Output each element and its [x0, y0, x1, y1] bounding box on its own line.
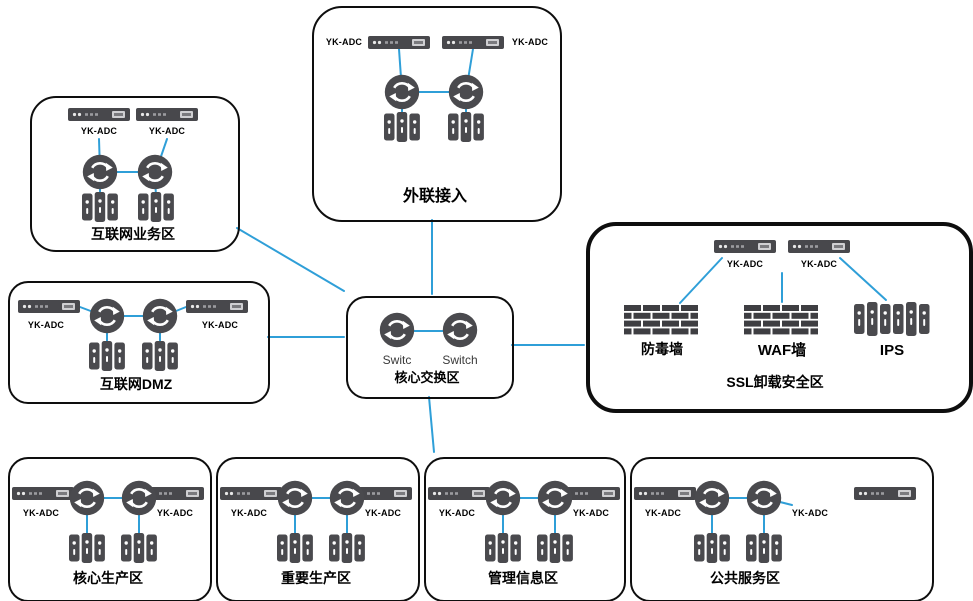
adc-appliance-icon: [186, 300, 248, 313]
zone-label: 核心交换区: [394, 370, 460, 385]
load-balancer-icon: [329, 480, 365, 516]
server-rack-icon: [121, 533, 157, 563]
zone-internet-dmz: YK-ADC YK-ADC 互联网DMZ: [8, 281, 270, 404]
zone-label: 公共服务区: [710, 570, 780, 586]
zone-important-production: YK-ADC YK-ADC 重要生产区: [216, 457, 420, 601]
load-balancer-icon: [448, 74, 484, 110]
zone-label: 核心生产区: [73, 570, 143, 586]
waf-wall-label: WAF墙: [757, 342, 807, 359]
load-balancer-icon: [142, 298, 178, 334]
adc-label: YK-ADC: [201, 320, 239, 330]
zone-label: 外联接入: [402, 188, 468, 205]
core-switch-icon: [379, 312, 415, 348]
adc-label: YK-ADC: [325, 37, 363, 47]
server-rack-icon: [82, 192, 118, 222]
server-rack-icon: [142, 341, 178, 371]
server-rack-icon: [138, 192, 174, 222]
server-rack-icon: [89, 341, 125, 371]
adc-label: YK-ADC: [156, 508, 194, 518]
server-rack-icon: [746, 533, 782, 563]
zone-internet-business: YK-ADC YK-ADC 互联网业务区: [30, 96, 240, 252]
zone-label: 互联网业务区: [91, 226, 175, 242]
adc-appliance-icon: [368, 36, 430, 49]
ips-label: IPS: [879, 342, 905, 359]
server-rack-icon: [69, 533, 105, 563]
adc-label: YK-ADC: [22, 508, 60, 518]
antivirus-wall-label: 防毒墙: [641, 341, 683, 357]
adc-appliance-icon: [442, 36, 504, 49]
adc-label: YK-ADC: [148, 126, 186, 136]
adc-appliance-icon: [428, 487, 490, 500]
adc-appliance-icon: [18, 300, 80, 313]
adc-appliance-icon: [68, 108, 130, 121]
zone-label: 互联网DMZ: [99, 376, 173, 392]
zone-label: SSL卸载安全区: [726, 374, 824, 390]
zone-core-production: YK-ADC YK-ADC 核心生产区: [8, 457, 212, 601]
adc-label: YK-ADC: [572, 508, 610, 518]
adc-label: YK-ADC: [27, 320, 65, 330]
zone-management-info: YK-ADC YK-ADC 管理信息区: [424, 457, 626, 601]
adc-label: YK-ADC: [80, 126, 118, 136]
zone-label: 管理信息区: [488, 570, 558, 586]
server-rack-icon: [485, 533, 521, 563]
load-balancer-icon: [384, 74, 420, 110]
adc-label: YK-ADC: [230, 508, 268, 518]
adc-label: YK-ADC: [438, 508, 476, 518]
adc-appliance-icon: [788, 240, 850, 253]
adc-appliance-icon: [136, 108, 198, 121]
load-balancer-icon: [485, 480, 521, 516]
server-rack-icon: [694, 533, 730, 563]
adc-label: YK-ADC: [644, 508, 682, 518]
adc-appliance-icon: [634, 487, 696, 500]
core-switch-icon: [442, 312, 478, 348]
load-balancer-icon: [69, 480, 105, 516]
adc-appliance-icon: [12, 487, 74, 500]
server-rack-icon: [384, 112, 420, 142]
zone-public-service: YK-ADC YK-ADC 公共服务区: [630, 457, 934, 601]
server-rack-icon: [537, 533, 573, 563]
ips-appliance-icon: [854, 302, 930, 336]
zone-external-access: YK-ADC YK-ADC 外联接入: [312, 6, 562, 222]
zone-ssl-offload: YK-ADC YK-ADC 防毒墙 WAF墙 IPS SSL卸载安全区: [586, 222, 973, 413]
load-balancer-icon: [89, 298, 125, 334]
load-balancer-icon: [82, 154, 118, 190]
switch-label: Switc: [382, 353, 412, 367]
server-rack-icon: [277, 533, 313, 563]
server-rack-icon: [329, 533, 365, 563]
load-balancer-icon: [694, 480, 730, 516]
adc-appliance-icon: [220, 487, 282, 500]
server-rack-icon: [448, 112, 484, 142]
adc-label: YK-ADC: [511, 37, 549, 47]
load-balancer-icon: [137, 154, 173, 190]
load-balancer-icon: [537, 480, 573, 516]
adc-label: YK-ADC: [364, 508, 402, 518]
load-balancer-icon: [746, 480, 782, 516]
load-balancer-icon: [121, 480, 157, 516]
firewall-brick-icon: [624, 305, 700, 335]
adc-appliance-icon: [714, 240, 776, 253]
switch-label: Switch: [442, 353, 478, 367]
firewall-brick-icon: [744, 305, 820, 335]
zone-label: 重要生产区: [281, 570, 351, 586]
adc-appliance-icon: [854, 487, 916, 500]
adc-label: YK-ADC: [726, 259, 764, 269]
zone-core-switch: Switc Switch 核心交换区: [346, 296, 514, 399]
adc-label: YK-ADC: [791, 508, 829, 518]
adc-label: YK-ADC: [800, 259, 838, 269]
load-balancer-icon: [277, 480, 313, 516]
